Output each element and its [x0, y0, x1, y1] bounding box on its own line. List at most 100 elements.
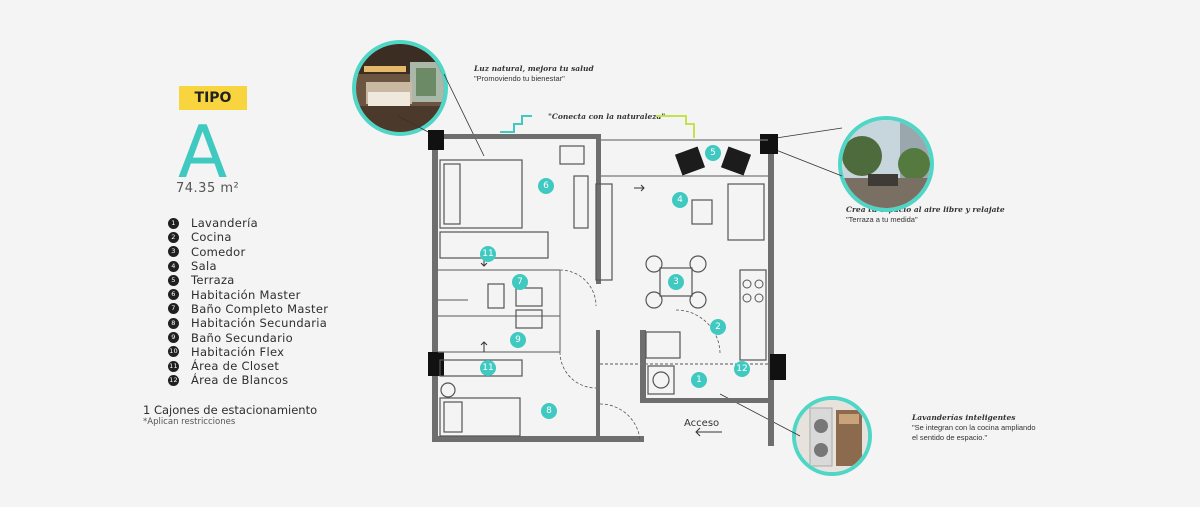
secondary-bed-pillow	[443, 401, 463, 433]
legend-number: 12	[168, 374, 179, 386]
laundry-callout-line2: el sentido de espacio."	[912, 433, 988, 442]
room-marker-7	[512, 274, 528, 290]
room-marker-label: 11	[482, 363, 493, 373]
tv-unit	[595, 183, 613, 281]
leader-terrace	[775, 127, 843, 139]
legend-label: Habitación Master	[191, 287, 301, 302]
room-marker-3	[668, 274, 684, 290]
terrace-chair	[674, 146, 706, 176]
room-marker-label: 12	[736, 364, 747, 374]
burner	[742, 293, 752, 303]
secondary-bed	[439, 397, 521, 437]
terrace-callout: Crea tu espacio al aire libre y relajate…	[846, 205, 1005, 225]
room-marker-11	[480, 246, 496, 262]
column	[770, 354, 786, 380]
wall-east	[768, 140, 774, 446]
arrow-head	[480, 262, 488, 267]
room-marker-2	[710, 319, 726, 335]
stove	[742, 279, 764, 303]
door-arc	[559, 351, 597, 389]
legend-item: 10 Habitación Flex	[168, 345, 328, 359]
wall-west	[432, 134, 438, 440]
wall-center-south	[596, 330, 600, 440]
laundry-sink	[645, 331, 681, 359]
legend-label: Área de Blancos	[191, 373, 289, 388]
dining-chair	[645, 291, 663, 309]
room-marker-label: 11	[482, 249, 493, 259]
arrow-head	[480, 341, 488, 346]
kitchen-counter	[739, 269, 767, 361]
room-marker-5	[705, 145, 721, 161]
wall-laundry-south	[640, 398, 774, 403]
legend-number: 2	[168, 231, 179, 243]
legend-label: Habitación Flex	[191, 344, 285, 359]
legend-number: 11	[168, 360, 179, 372]
burner	[754, 279, 764, 289]
room-marker-label: 2	[715, 322, 721, 332]
legend-number: 10	[168, 346, 179, 358]
nature-line-green	[656, 115, 695, 138]
room-marker-1	[691, 372, 707, 388]
door-arcs	[559, 269, 721, 441]
toilet	[487, 283, 505, 309]
wall-south-left	[432, 436, 644, 442]
terrace-photo	[838, 116, 934, 212]
leader-bedroom	[397, 115, 433, 135]
legend-label: Lavandería	[191, 216, 258, 231]
interior-lines	[438, 139, 768, 365]
laundry-callout-line1: "Se integran con la cocina ampliando	[912, 423, 1036, 432]
column	[760, 134, 778, 154]
vanity-top	[515, 287, 543, 307]
dining-chair	[689, 255, 707, 273]
desk	[573, 175, 589, 229]
terrace-callout-quote: "Terraza a tu medida"	[846, 215, 918, 224]
nightstand	[440, 382, 456, 398]
room-marker-label: 9	[515, 335, 521, 345]
legend-label: Habitación Secundaria	[191, 316, 328, 331]
room-marker-label: 8	[546, 406, 552, 416]
legend-label: Terraza	[191, 273, 235, 288]
room-markers: 6 5 4 11 7 3 2 9 11 12 1 8	[480, 145, 750, 419]
closet-flex	[439, 359, 523, 377]
type-badge: TIPO	[179, 86, 247, 110]
terrace-callout-title: Crea tu espacio al aire libre y relajate	[846, 205, 1005, 214]
column	[428, 352, 444, 376]
dining-table	[659, 267, 693, 297]
bedroom-callout-quote: "Promoviendo tu bienestar"	[474, 74, 565, 83]
room-marker-label: 7	[517, 277, 523, 287]
unit-area: 74.35 m²	[176, 181, 240, 196]
washer-drum	[652, 371, 670, 389]
legend-label: Comedor	[191, 244, 246, 259]
legend-label: Cocina	[191, 230, 232, 245]
door-arc	[559, 269, 597, 307]
coffee-table	[691, 199, 713, 225]
dining-set	[645, 255, 707, 309]
wall-center-north	[596, 134, 601, 284]
door-arc	[599, 403, 641, 441]
laundry-callout: Lavanderías inteligentes "Se integran co…	[912, 413, 1036, 443]
wall-north-left	[432, 134, 600, 139]
bedroom-callout-title: Luz natural, mejora tu salud	[474, 64, 594, 73]
arrow-head	[640, 184, 645, 192]
master-bed-pillows	[443, 163, 461, 225]
legend-number: 3	[168, 246, 179, 258]
parking-text: 1 Cajones de estacionamiento	[143, 403, 318, 417]
room-marker-8	[541, 403, 557, 419]
legend-item: 3 Comedor	[168, 245, 328, 259]
nature-line-teal	[500, 115, 532, 133]
room-marker-12	[734, 361, 750, 377]
acceso-arrow-head	[695, 427, 701, 437]
callout-leaders	[397, 73, 843, 437]
burner	[742, 279, 752, 289]
room-marker-11b	[480, 360, 496, 376]
terrace-chair	[720, 146, 752, 176]
arrows	[480, 184, 722, 437]
room-marker-4	[672, 192, 688, 208]
